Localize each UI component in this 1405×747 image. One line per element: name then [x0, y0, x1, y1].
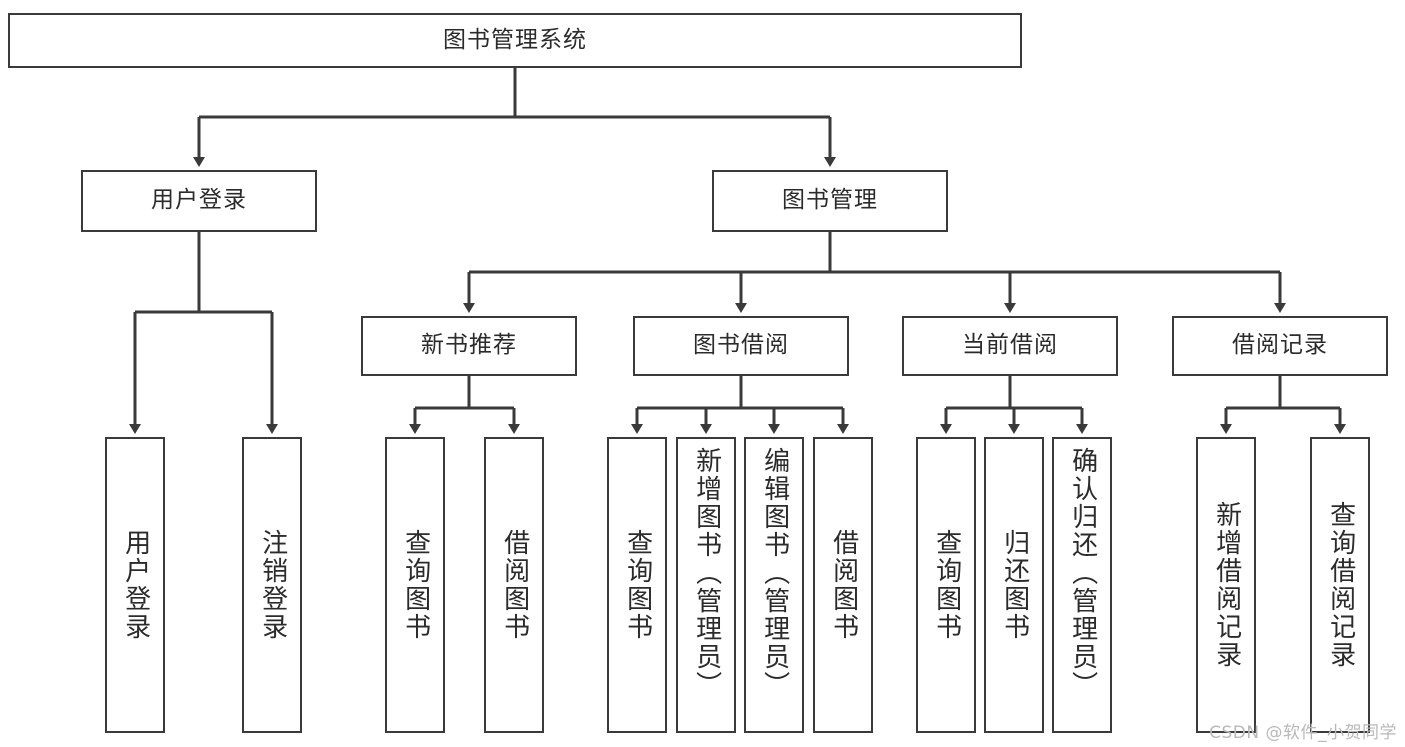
leaf-borrow-book-label: 借阅图书 [828, 529, 859, 641]
node-root[interactable]: 图书管理系统 [8, 13, 1022, 68]
node-new-book-recommend-label: 新书推荐 [421, 332, 517, 359]
leaf-borrow-book[interactable]: 借阅图书 [813, 437, 873, 733]
leaf-user-login[interactable]: 用户登录 [105, 437, 165, 733]
leaf-confirm-return-admin-label: 确认归还（管理员） [1067, 447, 1098, 699]
leaf-edit-book-admin[interactable]: 编辑图书（管理员） [744, 437, 804, 733]
node-user-login[interactable]: 用户登录 [81, 170, 317, 232]
node-book-manage-label: 图书管理 [782, 187, 878, 214]
leaf-query-book-current-label: 查询图书 [931, 529, 962, 641]
node-current-borrow[interactable]: 当前借阅 [902, 316, 1118, 376]
csdn-watermark: CSDN @软件_小贺同学 [1209, 723, 1397, 743]
node-current-borrow-label: 当前借阅 [962, 332, 1058, 359]
leaf-query-book-rec[interactable]: 查询图书 [385, 437, 445, 733]
node-book-manage[interactable]: 图书管理 [712, 170, 948, 232]
node-root-label: 图书管理系统 [443, 26, 587, 53]
leaf-query-book-borrow-label: 查询图书 [622, 529, 653, 641]
node-book-borrow-label: 图书借阅 [693, 332, 789, 359]
node-user-login-label: 用户登录 [151, 187, 247, 214]
leaf-borrow-book-rec[interactable]: 借阅图书 [484, 437, 544, 733]
leaf-query-book-borrow[interactable]: 查询图书 [607, 437, 667, 733]
leaf-return-book[interactable]: 归还图书 [984, 437, 1044, 733]
leaf-return-book-label: 归还图书 [999, 529, 1030, 641]
leaf-add-borrow-record[interactable]: 新增借阅记录 [1196, 437, 1256, 733]
node-book-borrow[interactable]: 图书借阅 [633, 316, 849, 376]
leaf-user-login-label: 用户登录 [120, 529, 151, 641]
leaf-user-logout[interactable]: 注销登录 [242, 437, 302, 733]
leaf-add-book-admin[interactable]: 新增图书（管理员） [676, 437, 736, 733]
leaf-query-book-current[interactable]: 查询图书 [916, 437, 976, 733]
leaf-query-borrow-record[interactable]: 查询借阅记录 [1310, 437, 1370, 733]
node-borrow-record-label: 借阅记录 [1232, 332, 1328, 359]
leaf-edit-book-admin-label: 编辑图书（管理员） [759, 447, 790, 699]
node-new-book-recommend[interactable]: 新书推荐 [361, 316, 577, 376]
leaf-confirm-return-admin[interactable]: 确认归还（管理员） [1052, 437, 1112, 733]
leaf-query-book-rec-label: 查询图书 [400, 529, 431, 641]
leaf-borrow-book-rec-label: 借阅图书 [499, 529, 530, 641]
leaf-user-logout-label: 注销登录 [257, 529, 288, 641]
leaf-add-borrow-record-label: 新增借阅记录 [1211, 501, 1242, 669]
leaf-query-borrow-record-label: 查询借阅记录 [1325, 501, 1356, 669]
leaf-add-book-admin-label: 新增图书（管理员） [691, 447, 722, 699]
node-borrow-record[interactable]: 借阅记录 [1172, 316, 1388, 376]
